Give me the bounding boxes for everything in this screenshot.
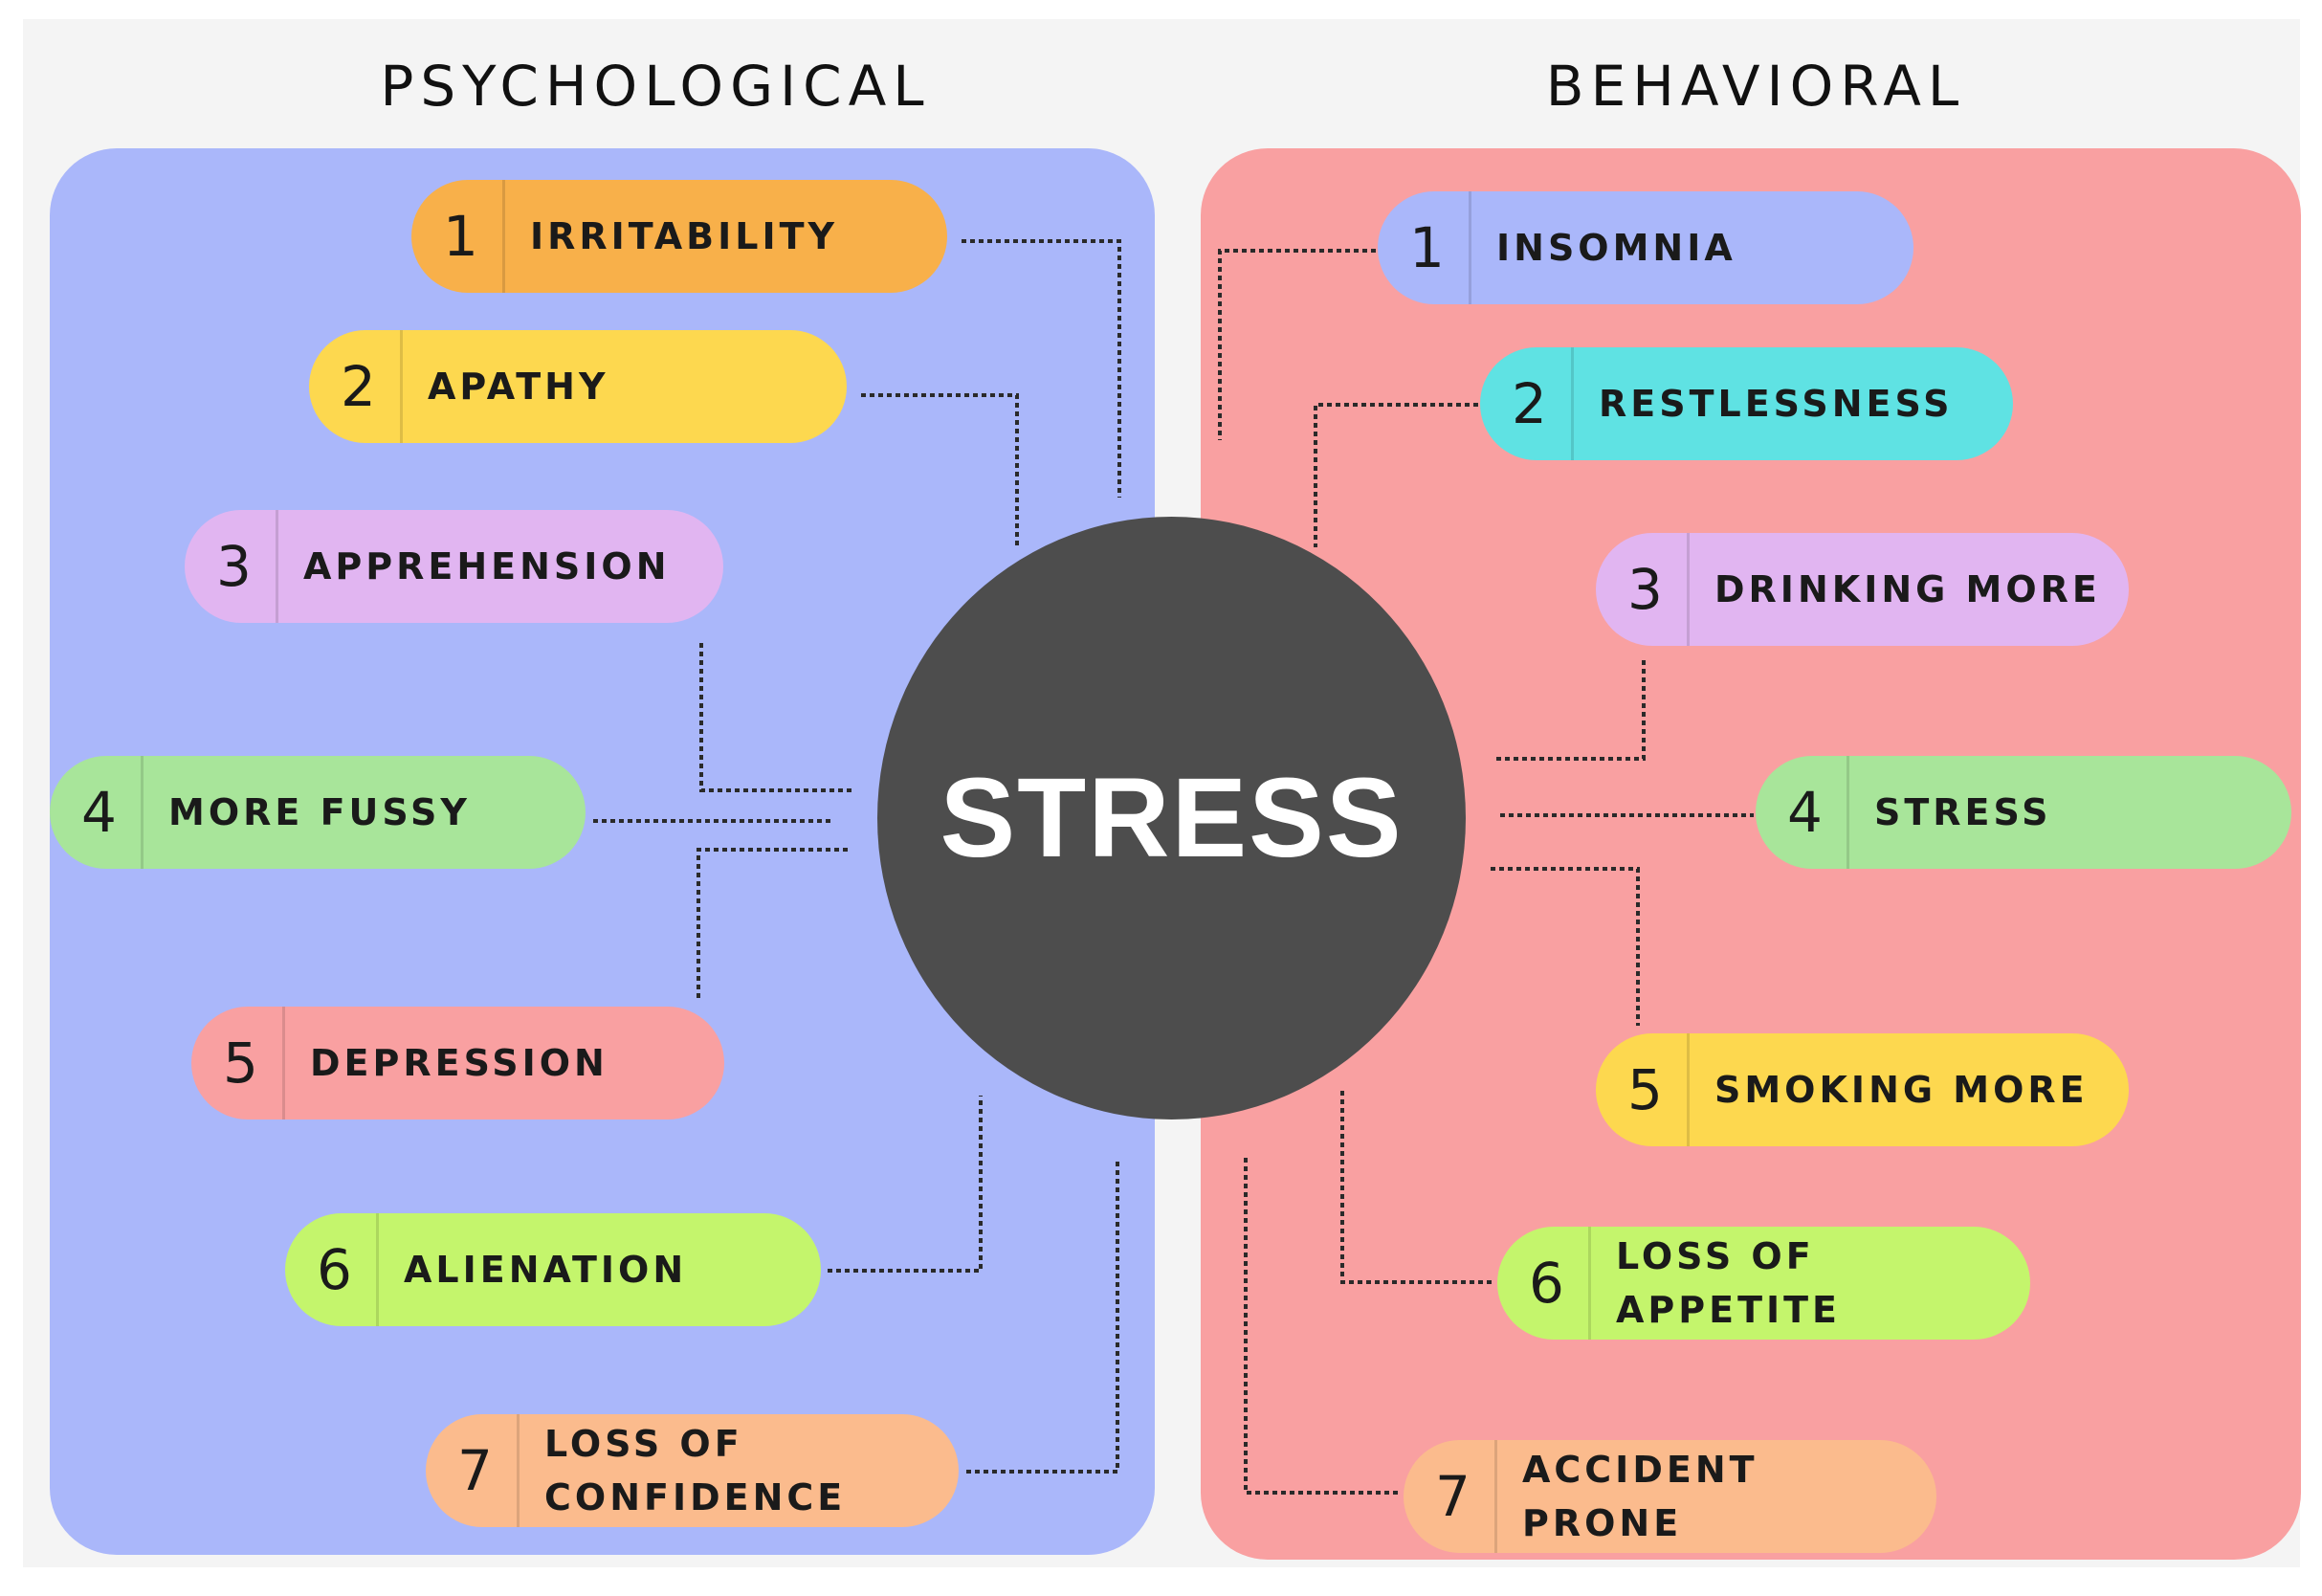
connector-depression	[697, 848, 850, 998]
connector-drinking-more	[1494, 660, 1646, 761]
behav-item-stress: 4 STRESS	[1756, 756, 2291, 869]
item-separator	[276, 510, 278, 623]
item-separator	[282, 1007, 285, 1119]
item-separator	[1494, 1440, 1497, 1553]
connector-restlessness	[1314, 403, 1478, 547]
item-number: 4	[1787, 780, 1823, 845]
item-number: 3	[1627, 557, 1663, 622]
item-label: IRRITABILITY	[530, 215, 839, 257]
item-label: ACCIDENT PRONE	[1522, 1449, 1758, 1544]
item-number: 5	[1627, 1057, 1663, 1122]
item-separator	[1687, 1033, 1690, 1146]
item-number: 4	[81, 780, 117, 845]
item-number: 7	[1435, 1464, 1471, 1529]
item-label: APPREHENSION	[303, 545, 671, 587]
item-number: 2	[1512, 371, 1547, 436]
item-separator	[1847, 756, 1849, 869]
stress-hub: STRESS	[877, 517, 1466, 1119]
item-separator	[376, 1213, 379, 1326]
heading-psychological: PSYCHOLOGICAL	[380, 54, 931, 119]
psych-item-alienation: 6 ALIENATION	[285, 1213, 821, 1326]
item-label: APATHY	[428, 366, 609, 408]
connector-accident-prone	[1244, 1158, 1402, 1495]
psych-item-depression: 5 DEPRESSION	[191, 1007, 724, 1119]
heading-behavioral: BEHAVIORAL	[1545, 54, 1966, 119]
psych-item-apathy: 2 APATHY	[309, 330, 847, 443]
behav-item-loss-of-appetite: 6 LOSS OF APPETITE	[1497, 1227, 2030, 1340]
stress-hub-label: STRESS	[940, 755, 1404, 881]
item-label: DRINKING MORE	[1714, 568, 2101, 610]
connector-loss-of-appetite	[1340, 1091, 1495, 1284]
item-number: 5	[223, 1031, 258, 1096]
psych-item-loss-of-confidence: 7 LOSS OF CONFIDENCE	[426, 1414, 959, 1527]
connector-irritability	[962, 239, 1121, 498]
item-label: LOSS OF CONFIDENCE	[544, 1423, 847, 1518]
item-number: 6	[1529, 1251, 1564, 1316]
psych-item-apprehension: 3 APPREHENSION	[185, 510, 723, 623]
item-number: 3	[216, 534, 252, 599]
behav-item-accident-prone: 7 ACCIDENT PRONE	[1404, 1440, 1936, 1553]
behav-item-drinking-more: 3 DRINKING MORE	[1596, 533, 2129, 646]
item-label: SMOKING MORE	[1714, 1069, 2089, 1111]
item-number: 2	[341, 354, 376, 419]
item-separator	[1588, 1227, 1591, 1340]
item-separator	[1687, 533, 1690, 646]
item-number: 6	[317, 1237, 352, 1302]
item-number: 1	[443, 204, 478, 269]
item-separator	[502, 180, 505, 293]
item-separator	[1571, 347, 1574, 460]
connector-insomnia	[1218, 249, 1376, 440]
behav-item-restlessness: 2 RESTLESSNESS	[1480, 347, 2013, 460]
connector-apprehension	[699, 643, 851, 792]
item-separator	[400, 330, 403, 443]
item-label: INSOMNIA	[1496, 227, 1736, 269]
psych-item-more-fussy: 4 MORE FUSSY	[50, 756, 586, 869]
item-number: 7	[457, 1438, 493, 1503]
connector-loss-of-confidence	[966, 1160, 1119, 1474]
item-label: MORE FUSSY	[168, 791, 471, 833]
item-label: LOSS OF APPETITE	[1616, 1235, 1842, 1331]
connector-alienation	[828, 1096, 983, 1273]
item-label: ALIENATION	[404, 1249, 688, 1291]
item-separator	[1469, 191, 1471, 304]
psych-item-irritability: 1 IRRITABILITY	[411, 180, 947, 293]
connector-smoking-more	[1491, 867, 1640, 1026]
item-label: STRESS	[1874, 791, 2052, 833]
behav-item-insomnia: 1 INSOMNIA	[1378, 191, 1913, 304]
connector-apathy	[861, 393, 1019, 547]
item-number: 1	[1409, 215, 1445, 280]
item-label: RESTLESSNESS	[1599, 383, 1954, 425]
behav-item-smoking-more: 5 SMOKING MORE	[1596, 1033, 2129, 1146]
item-separator	[141, 756, 144, 869]
item-separator	[517, 1414, 520, 1527]
item-label: DEPRESSION	[310, 1042, 608, 1084]
